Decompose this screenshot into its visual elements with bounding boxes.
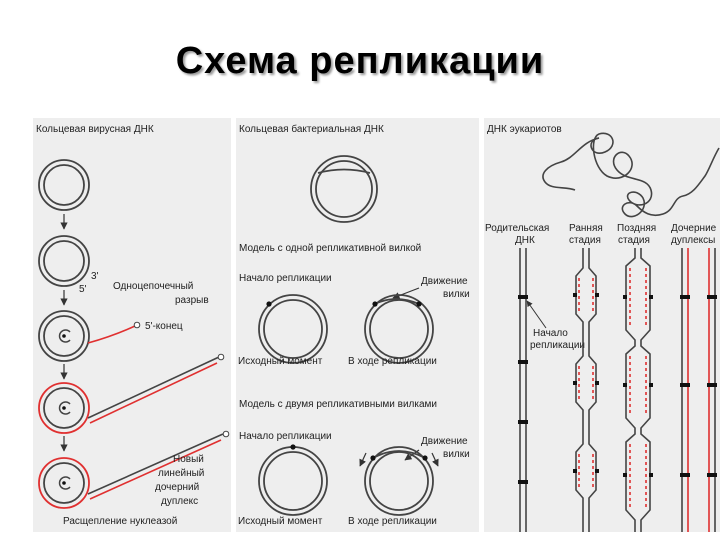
panel-bacterial-bg: [236, 118, 479, 532]
fork-arrow-1: [392, 287, 420, 300]
label-3prime: 3': [91, 271, 99, 282]
start-label-2: Начало репликации: [239, 431, 332, 442]
fork-motion-2a: Движение: [421, 436, 468, 447]
late-dots: [623, 295, 653, 477]
during-replication-2: В ходе репликации: [348, 516, 437, 527]
origin-label-1: Начало: [533, 328, 568, 339]
initial-moment-2: Исходный момент: [238, 516, 323, 527]
col-header-daughter-1: Дочерние: [671, 223, 717, 234]
cleavage-label: Расщепление нуклеазой: [63, 516, 177, 527]
viral-circle-2: [38, 235, 90, 287]
fork-arrow-3: [359, 452, 367, 467]
fork-motion-1a: Движение: [421, 276, 468, 287]
fork-dot-2: [416, 301, 422, 307]
viral-circle-1: [38, 159, 90, 211]
origin-label-2: репликации: [530, 340, 585, 351]
nick-label-1: Одноцепочечный: [113, 281, 193, 292]
early-dots: [573, 293, 599, 473]
start-label-1: Начало репликации: [239, 273, 332, 284]
tangled-dna-left: [542, 137, 600, 191]
origin-pointer: [526, 300, 547, 329]
viral-heading: Кольцевая вирусная ДНК: [36, 124, 154, 135]
origin-dot-1: [266, 301, 272, 307]
new-duplex-label-3: дочерний: [155, 482, 199, 493]
col-header-late-1: Поздняя: [617, 223, 656, 234]
nick-label-2: разрыв: [175, 295, 209, 306]
viral-circle-4: [38, 353, 225, 434]
col-header-late-2: стадия: [618, 235, 650, 246]
new-duplex-label-2: линейный: [158, 468, 204, 479]
fork-motion-1b: вилки: [443, 289, 470, 300]
col-header-early-1: Ранняя: [569, 223, 603, 234]
eukaryotic-heading: ДНК эукариотов: [487, 124, 562, 135]
new-duplex-label-4: дуплекс: [161, 496, 198, 507]
one-fork-during-circle: [364, 294, 434, 364]
model-two-forks: Модель с двумя репликативными вилками: [239, 399, 437, 410]
slide-title: Схема репликации: [175, 40, 545, 82]
model-one-fork: Модель с одной репликативной вилкой: [239, 243, 421, 254]
tangled-dna: [590, 132, 720, 218]
during-replication-1: В ходе репликации: [348, 356, 437, 367]
fork-arrow-4: [431, 452, 439, 467]
col-header-early-2: стадия: [569, 235, 601, 246]
two-fork-during-circle: [364, 446, 434, 516]
col-header-parent-2: ДНК: [515, 235, 535, 246]
fork-motion-2b: вилки: [443, 449, 470, 460]
label-5prime: 5': [79, 284, 87, 295]
five-end-label: 5'-конец: [145, 321, 183, 332]
new-duplex-label-1: Новый: [173, 454, 204, 465]
initial-moment-1: Исходный момент: [238, 356, 323, 367]
daughter-dots: [680, 295, 717, 477]
col-header-daughter-2: дуплексы: [671, 235, 715, 246]
fork-dot-3: [370, 455, 376, 461]
fork-dot-4: [422, 455, 428, 461]
parent-origins: [518, 295, 528, 484]
replication-figure: Кольцевая вирусная ДНК 3' 5' Одноцепочеч…: [33, 118, 720, 532]
bacterial-top-circle: [310, 155, 378, 223]
one-fork-initial-circle: [258, 294, 328, 364]
panel-eukaryotic-bg: [484, 118, 720, 532]
late-new-strands: [629, 268, 647, 508]
viral-circle-3: [38, 310, 141, 362]
col-header-parent-1: Родительская: [485, 223, 549, 234]
viral-circle-5: [38, 430, 230, 509]
bacterial-heading: Кольцевая бактериальная ДНК: [239, 123, 384, 135]
origin-dot-2: [290, 444, 296, 450]
fork-dot-1: [372, 301, 378, 307]
